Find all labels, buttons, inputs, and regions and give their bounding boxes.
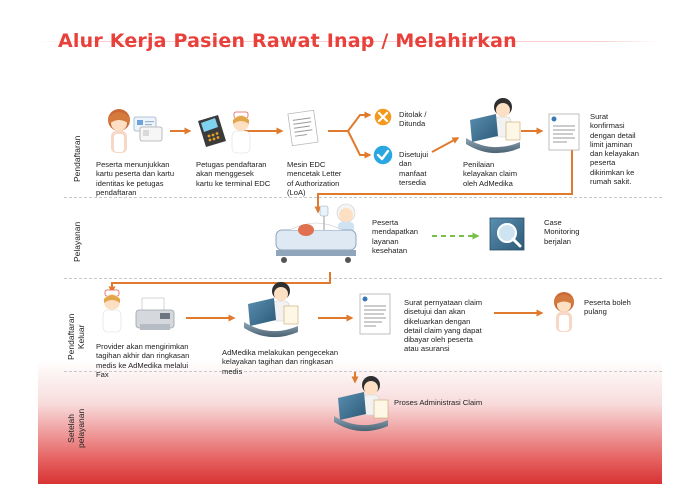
arrow-disetujui-penilaian <box>432 138 458 152</box>
status-ditolak: Ditolak /Ditunda <box>399 110 426 129</box>
reject-icon <box>374 108 392 126</box>
confirmation-letter-icon <box>549 114 579 150</box>
hospital-bed-icon <box>276 204 356 263</box>
patient-discharged-icon <box>554 292 574 332</box>
admedika-checker-icon <box>244 282 298 337</box>
nurse-icon <box>232 112 250 153</box>
claim-letter-icon <box>360 294 390 334</box>
admin-claim-agent-icon <box>334 376 388 431</box>
arrow-s3-branch <box>328 115 370 155</box>
provider-nurse-icon <box>103 290 121 332</box>
case-monitoring-icon <box>490 218 524 250</box>
step-proses-administrasi: Proses Administrasi Claim <box>394 398 482 407</box>
card-icon <box>134 117 162 141</box>
patient-icon <box>108 109 130 153</box>
arrow-surat-pelayanan <box>318 150 572 212</box>
admedika-agent-icon <box>466 98 520 153</box>
fax-machine-icon <box>136 298 174 330</box>
edc-terminal-icon <box>198 115 226 147</box>
loa-document-icon <box>288 110 318 145</box>
approve-icon <box>373 145 393 165</box>
arrow-pelayanan-keluar <box>112 272 330 292</box>
